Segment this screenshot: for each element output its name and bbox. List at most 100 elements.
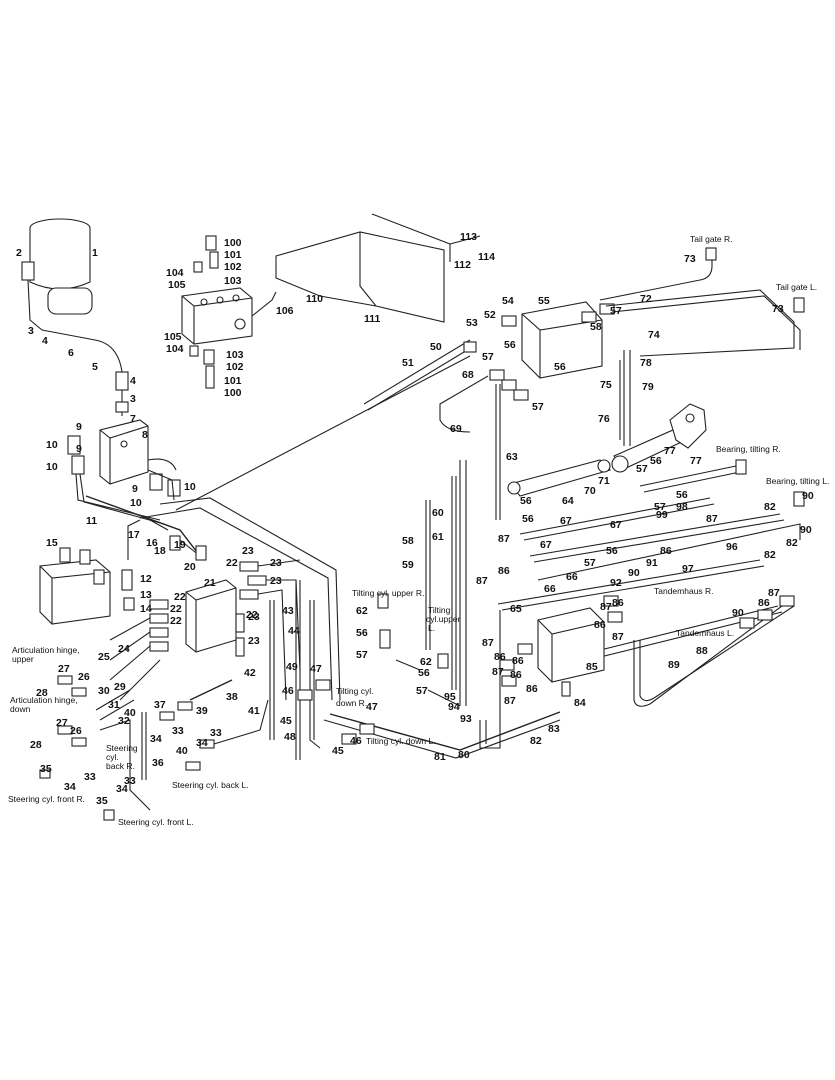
part-number-label: 28	[30, 739, 42, 751]
location-caption: Tilting cyl. upper R.	[352, 588, 424, 598]
part-number-label: 90	[732, 607, 744, 619]
part-number-label: 41	[248, 705, 260, 717]
part-number-label: 85	[586, 661, 598, 673]
part-number-label: 62	[356, 605, 368, 617]
part-number-label: 48	[284, 731, 296, 743]
location-caption: Steering	[106, 743, 138, 753]
part-number-label: 71	[598, 475, 610, 487]
part-number-label: 102	[226, 361, 244, 373]
fitting-4	[115, 371, 129, 391]
part-number-label: 77	[664, 445, 676, 457]
part-number-label: 73	[772, 303, 784, 315]
part-number-label: 114	[478, 251, 495, 263]
part-number-label: 42	[244, 667, 256, 679]
part-number-label: 56	[356, 627, 368, 639]
part-number-label: 37	[154, 699, 166, 711]
part-number-label: 110	[306, 293, 323, 305]
part-number-label: 113	[460, 231, 477, 243]
part-number-label: 95	[444, 691, 456, 703]
part-number-label: 74	[648, 329, 660, 341]
part-number-label: 92	[610, 577, 622, 589]
part-number-label: 11	[86, 515, 97, 527]
part-number-label: 45	[280, 715, 292, 727]
part-number-label: 66	[544, 583, 556, 595]
distributor-block-15	[39, 547, 111, 625]
part-number-label: 68	[462, 369, 474, 381]
location-caption: Articulation hinge,	[12, 645, 80, 655]
part-number-label: 22	[226, 557, 238, 569]
part-number-label: 58	[590, 321, 602, 333]
part-number-label: 36	[152, 757, 164, 769]
part-number-label: 87	[476, 575, 488, 587]
part-number-label: 87	[504, 695, 516, 707]
part-number-label: 97	[682, 563, 694, 575]
part-number-label: 105	[168, 279, 186, 291]
part-number-label: 86	[494, 651, 506, 663]
part-number-label: 12	[140, 573, 152, 585]
part-number-label: 78	[640, 357, 652, 369]
part-number-label: 56	[676, 489, 688, 501]
part-number-label: 40	[176, 745, 188, 757]
part-number-label: 44	[288, 625, 300, 637]
location-caption: Tandemhaus L.	[676, 628, 734, 638]
location-caption: Tilting	[428, 605, 451, 615]
part-number-label: 34	[150, 733, 162, 745]
part-number-label: 35	[96, 795, 108, 807]
part-number-label: 57	[532, 401, 544, 413]
part-number-label: 104	[166, 267, 184, 279]
part-number-label: 56	[522, 513, 534, 525]
part-number-label: 56	[504, 339, 516, 351]
part-number-label: 23	[242, 545, 254, 557]
part-number-label: 105	[164, 331, 182, 343]
part-number-label: 96	[726, 541, 738, 553]
part-number-label: 49	[286, 661, 298, 673]
part-number-label: 10	[130, 497, 142, 509]
part-number-label: 23	[248, 611, 260, 623]
part-number-label: 87	[612, 631, 624, 643]
part-number-label: 81	[434, 751, 446, 763]
part-number-label: 57	[636, 463, 648, 475]
part-number-label: 62	[420, 656, 432, 668]
part-number-label: 39	[196, 705, 208, 717]
part-number-label: 90	[802, 490, 814, 502]
part-number-label: 53	[466, 317, 478, 329]
part-number-label: 24	[118, 643, 130, 655]
part-number-label: 67	[540, 539, 552, 551]
part-number-label: 100	[224, 387, 242, 399]
part-number-label: 31	[108, 699, 120, 711]
part-number-label: 57	[482, 351, 494, 363]
location-caption: cyl.	[106, 752, 119, 762]
location-caption: L.	[428, 623, 435, 633]
part-number-label: 1	[92, 247, 98, 259]
part-number-label: 104	[166, 343, 184, 355]
part-number-label: 9	[76, 421, 82, 433]
part-number-label: 86	[526, 683, 538, 695]
part-number-label: 87	[482, 637, 494, 649]
part-number-label: 22	[174, 591, 186, 603]
part-number-label: 33	[210, 727, 222, 739]
part-number-label: 19	[174, 539, 186, 551]
part-number-label: 25	[98, 651, 110, 663]
part-number-label: 80	[458, 749, 470, 761]
location-caption: Tandemhaus R.	[654, 586, 714, 596]
part-number-label: 79	[642, 381, 654, 393]
part-number-label: 84	[574, 697, 586, 709]
part-number-label: 86	[612, 597, 624, 609]
part-number-label: 57	[584, 557, 596, 569]
part-number-label: 23	[270, 575, 282, 587]
part-number-label: 89	[668, 659, 680, 671]
part-number-label: 34	[116, 783, 128, 795]
part-number-label: 6	[68, 347, 74, 359]
part-number-label: 13	[140, 589, 152, 601]
part-number-label: 57	[416, 685, 428, 697]
part-number-label: 87	[498, 533, 510, 545]
part-number-label: 57	[654, 501, 666, 513]
part-number-label: 61	[432, 531, 444, 543]
location-caption: Tail gate R.	[690, 234, 733, 244]
part-number-label: 111	[364, 313, 381, 325]
part-number-label: 93	[460, 713, 472, 725]
part-number-label: 73	[684, 253, 696, 265]
part-number-label: 66	[566, 571, 578, 583]
bucket-arm	[507, 459, 612, 497]
part-number-label: 87	[492, 666, 504, 678]
